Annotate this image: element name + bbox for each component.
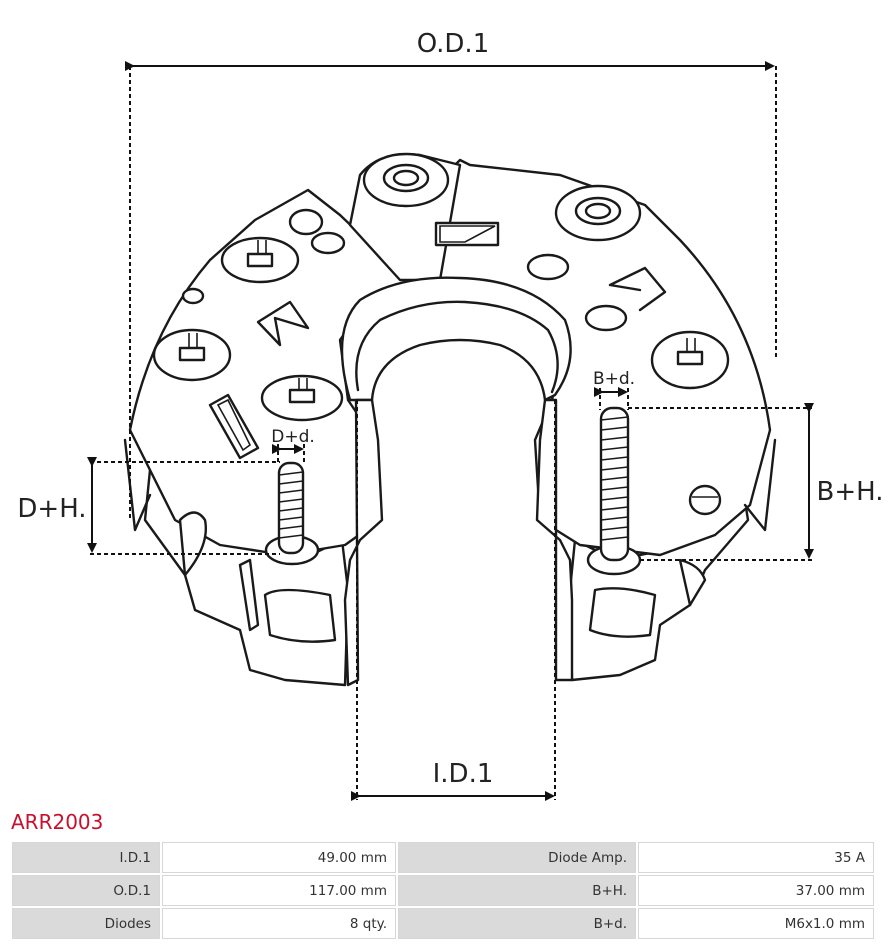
- slot-top: [434, 221, 500, 247]
- dim-label-bh: B+H.: [817, 477, 884, 507]
- table-row: O.D.1 117.00 mm B+H. 37.00 mm: [12, 875, 874, 906]
- part-code: ARR2003: [11, 810, 104, 834]
- diode-left-1: [220, 236, 300, 284]
- spec-value: 49.00 mm: [162, 842, 396, 873]
- dim-bh: B+H.: [628, 403, 884, 561]
- spec-value: 37.00 mm: [638, 875, 874, 906]
- dim-od1: O.D.1: [125, 29, 777, 520]
- right-plate: [418, 158, 772, 557]
- arrow-mark-left: [256, 300, 310, 347]
- spec-value: 35 A: [638, 842, 874, 873]
- terminal-top-left: [362, 152, 450, 208]
- spec-label: O.D.1: [12, 875, 160, 906]
- dim-label-bd: B+d.: [593, 369, 635, 389]
- terminal-top-right: [554, 184, 642, 242]
- dim-label-od1: O.D.1: [417, 29, 490, 59]
- spec-label: I.D.1: [12, 842, 160, 873]
- rectifier-body: [123, 153, 777, 687]
- dim-label-dd: D+d.: [271, 427, 315, 447]
- surface-features: [152, 152, 730, 516]
- arrow-mark-right: [608, 266, 667, 312]
- spec-table: I.D.1 49.00 mm Diode Amp. 35 A O.D.1 117…: [10, 840, 876, 941]
- spec-value: M6x1.0 mm: [638, 908, 874, 939]
- spec-label: B+d.: [398, 908, 636, 939]
- diode-left-2: [152, 328, 232, 382]
- diode-right: [650, 330, 730, 390]
- spec-label: Diodes: [12, 908, 160, 939]
- center-ring: [340, 276, 572, 402]
- spec-label: B+H.: [398, 875, 636, 906]
- dim-label-dh: D+H.: [17, 494, 86, 524]
- bolt-left: [264, 461, 320, 566]
- dim-id1: I.D.1: [351, 400, 556, 801]
- dim-bd: B+d.: [593, 369, 635, 410]
- table-row: Diodes 8 qty. B+d. M6x1.0 mm: [12, 908, 874, 939]
- table-row: I.D.1 49.00 mm Diode Amp. 35 A: [12, 842, 874, 873]
- spec-label: Diode Amp.: [398, 842, 636, 873]
- bolt-right: [586, 406, 642, 576]
- diode-left-3: [260, 374, 344, 422]
- dim-label-id1: I.D.1: [433, 759, 494, 789]
- spec-value: 117.00 mm: [162, 875, 396, 906]
- dim-dh: D+H.: [17, 457, 280, 555]
- slot-left: [208, 393, 260, 460]
- spec-value: 8 qty.: [162, 908, 396, 939]
- rectifier-diagram: O.D.1 I.D.1 D+H. D+d. B+H. B+d.: [17, 29, 884, 801]
- dim-dd: D+d.: [271, 427, 315, 464]
